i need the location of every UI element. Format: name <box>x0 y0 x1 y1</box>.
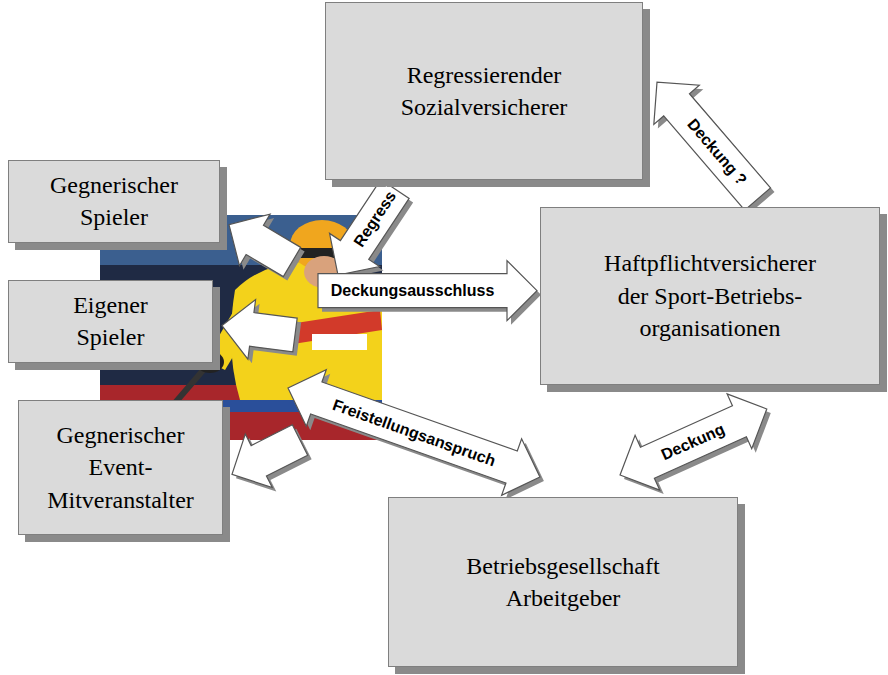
entity-box: Betriebsgesellschaft Arbeitgeber <box>388 497 738 667</box>
edge-label: Deckung ? <box>682 114 751 191</box>
block-arrow <box>288 370 540 496</box>
box-text: Gegnerischer Event-Mitveranstalter <box>41 419 201 516</box>
box-text: Betriebsgesellschaft Arbeitgeber <box>433 550 693 615</box>
entity-box: Gegnerischer Spieler <box>8 160 220 243</box>
arrow-label: Deckungsausschluss <box>329 282 497 300</box>
entity-box: Gegnerischer Event-Mitveranstalter <box>18 400 223 535</box>
entity-box: Regressierender Sozialversicherer <box>325 2 643 180</box>
block-arrow <box>232 425 308 488</box>
block-arrow <box>222 300 297 360</box>
box-text: Haftpflichtversicherer der Sport-Betrieb… <box>590 247 830 344</box>
block-arrow <box>330 180 410 275</box>
box-text: Eigener Spieler <box>51 289 171 354</box>
jersey-patch <box>312 334 367 350</box>
entity-box: Eigener Spieler <box>8 280 213 363</box>
block-arrow-connector <box>620 394 767 490</box>
entity-box: Haftpflichtversicherer der Sport-Betrieb… <box>540 207 880 385</box>
edge-label: Deckung <box>657 419 729 464</box>
block-arrow <box>229 214 301 277</box>
box-text: Gegnerischer Spieler <box>39 169 189 234</box>
box-text: Regressierender Sozialversicherer <box>338 59 630 124</box>
block-arrow <box>318 261 537 321</box>
arrow-label: Freistellungsanspruch <box>328 395 499 470</box>
arrow-label: Regress <box>349 187 401 253</box>
block-arrow-connector <box>654 82 771 210</box>
